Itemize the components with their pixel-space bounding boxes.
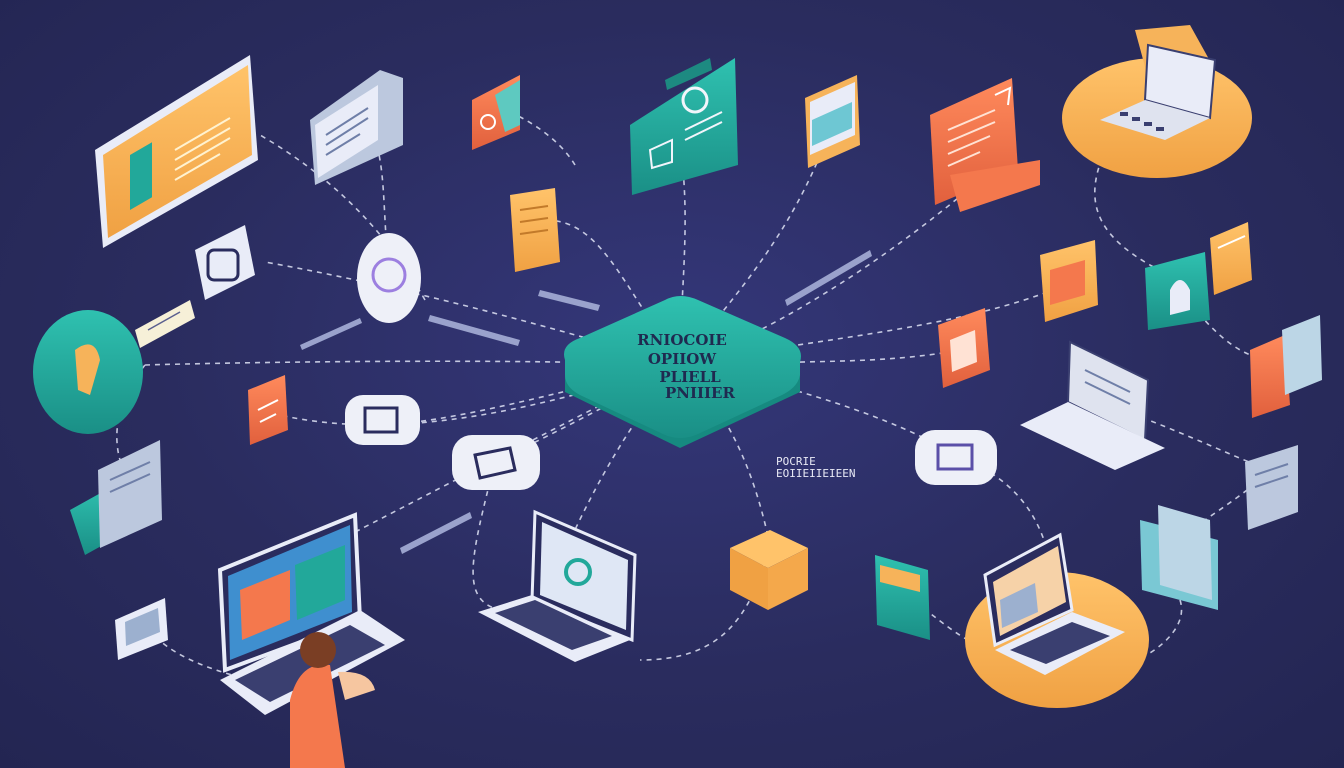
icon-tile-left [195,225,255,300]
person-with-laptop [217,512,405,768]
teal-card-bottom [875,555,930,640]
laptop-platform-bottom-right [965,532,1149,708]
orange-card-right-top [1040,240,1098,322]
laptop-right [1020,340,1165,470]
orange-card-left [248,375,288,445]
side-label-line-2: EOIIEIIEIEEN [776,467,855,480]
teal-folder-card [630,58,738,195]
hub-text-line-3: PLIELL [659,368,721,386]
yellow-note-card [1210,222,1252,295]
orange-card-top [472,75,520,150]
white-blob-icon [357,233,421,323]
orange-document [930,78,1040,212]
node-square-3 [915,430,997,485]
orange-teal-card-right [1250,315,1322,418]
teal-lock-icon [1145,252,1210,330]
document-panel [310,70,403,185]
picture-frame [115,598,168,660]
orange-card-right-mid [938,308,990,388]
image-card [805,75,860,168]
teal-folder-right-bottom [1140,505,1218,610]
hub-text-line-4: PNIIIER [665,384,735,402]
laptop-bottom-center [478,509,637,662]
teal-cloud-icon [33,310,143,434]
ticket-card [135,300,195,348]
laptop-platform-top-right [1062,25,1252,178]
side-label-line-1: POCRIE [776,455,816,468]
thin-label-bars [300,250,872,554]
clipboard-card [510,188,560,272]
document-right-small [1245,445,1298,530]
hub-text-line-2: OPIIOW [648,350,717,368]
yellow-cube [730,530,808,610]
hub-text-line-1: RNIOCOIE [637,331,727,349]
tablet-device [95,55,258,248]
central-hub: RNIOCOIE OPIIOW PLIELL PNIIIER [564,296,801,448]
teal-stand-document [70,440,162,555]
node-square-2 [452,435,540,490]
node-square-1 [345,395,420,445]
